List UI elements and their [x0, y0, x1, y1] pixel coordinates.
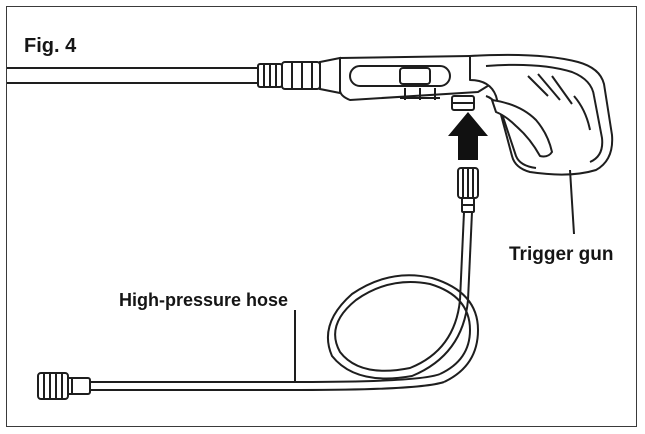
trigger-gun-icon	[339, 53, 614, 176]
trigger-gun-label: Trigger gun	[509, 244, 614, 265]
lance-coupling	[257, 56, 341, 95]
hose-connector-top	[457, 167, 479, 213]
trigger-gun-pointer	[569, 169, 575, 235]
hose-end-fitting	[37, 372, 91, 400]
high-pressure-hose-label: High-pressure hose	[119, 290, 289, 310]
figure-title: Fig. 4	[24, 35, 77, 57]
arrow-up-icon	[448, 112, 488, 160]
lance	[7, 67, 258, 84]
hose-icon	[90, 211, 480, 391]
